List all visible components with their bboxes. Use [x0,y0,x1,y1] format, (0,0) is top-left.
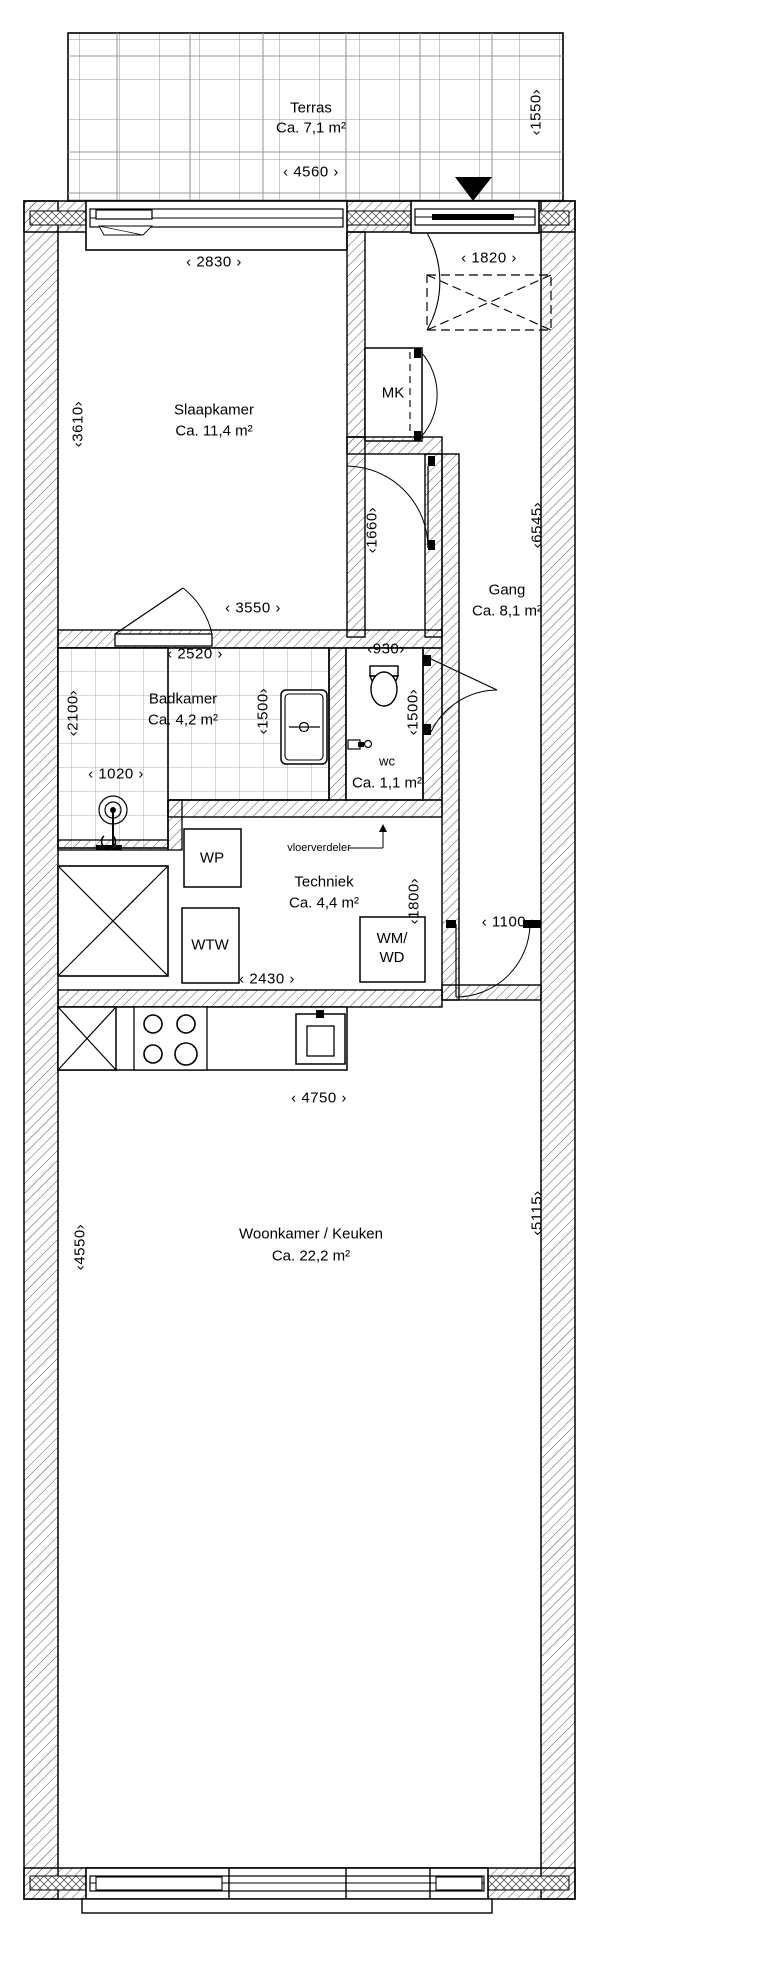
dimension-badkamer-diepte: ‹2100› [64,689,82,737]
dimension-value: 1020 [98,765,134,783]
dimension-value: 1500 [404,694,422,730]
equipment-tag-wtw: WTW [191,936,229,954]
room-area-badkamer: Ca. 4,2 m² [147,711,219,729]
equipment-tag-wp: WP [199,849,225,867]
dimension-value: 2830 [196,253,232,271]
kitchen-group [57,1006,348,1071]
room-area-gang: Ca. 8,1 m² [471,602,543,620]
dimension-techniek-diepte: ‹1800› [405,877,423,925]
room-area-wc: Ca. 1,1 m² [351,774,423,792]
dimension-entree-breedte: ‹ 1820 › [461,249,517,267]
dimension-value: 1550 [527,94,545,130]
dimension-gang-diepte: ‹6545› [528,501,546,549]
dimension-terras-breedte: ‹ 4560 › [283,163,339,181]
room-label-techniek: Techniek [294,873,354,891]
dimension-value: 4750 [301,1089,337,1107]
dimension-value: 2430 [249,970,285,988]
dimension-terras-diepte: ‹1550› [527,88,545,136]
dimension-value: 6545 [528,507,546,543]
room-label-gang: Gang [488,581,526,599]
top-openings [85,177,552,331]
dimension-wc-breedte: ‹930› [367,640,405,658]
dimension-techniek-breedte: ‹ 2430 › [239,970,295,988]
bottom-openings [81,1867,493,1914]
dimension-value: 5115 [528,1195,546,1231]
dimension-slaapkamer-lengte: ‹ 3550 › [225,599,281,617]
room-area-woonkamer: Ca. 22,2 m² [271,1247,351,1265]
room-label-woonkamer: Woonkamer / Keuken [239,1225,383,1243]
dimension-wc-diepte: ‹1500› [404,688,422,736]
room-label-slaapkamer: Slaapkamer [173,401,255,419]
dimension-gang-hal: ‹1660› [363,506,381,554]
room-label-badkamer: Badkamer [148,690,218,708]
dimension-value: 1500 [254,693,272,729]
dimension-value: 3610 [69,406,87,442]
dimension-gang-deur: ‹ 1100 › [481,913,537,931]
equipment-tag-wm-wd: WM/ WD [376,929,408,966]
dimension-value: 1660 [363,512,381,548]
dimension-badkamer-breedte: ‹ 2520 › [167,645,223,663]
dimension-value: 2100 [64,695,82,731]
room-area-slaapkamer: Ca. 11,4 m² [175,422,253,440]
room-label-wc: wc [379,753,395,769]
terrace-group [67,32,564,202]
equipment-tag-mk: MK [381,384,405,402]
annotation-vloerverdeler: vloerverdeler [287,841,351,854]
dimension-value: 2520 [177,645,213,663]
room-area-techniek: Ca. 4,4 m² [288,894,360,912]
room-area-terras: Ca. 7,1 m² [275,119,347,137]
interior-walls [57,231,542,1008]
dimension-value: 3550 [235,599,271,617]
dimension-wastafel: ‹1500› [254,687,272,735]
dimension-douche-breedte: ‹ 1020 › [88,765,144,783]
dimension-slaapkamer-diepte: ‹3610› [69,400,87,448]
dimension-woonkamer-links: ‹4550› [71,1223,89,1271]
dimension-woonkamer-breedte: ‹ 4750 › [291,1089,347,1107]
dimension-value: 930 [372,640,400,658]
room-label-terras: Terras [290,99,332,117]
dimension-value: 1100 [491,913,527,931]
dimension-slaapkamer-raam: ‹ 2830 › [186,253,242,271]
dimension-value: 1800 [405,883,423,919]
dimension-value: 4550 [71,1229,89,1265]
dimension-value: 4560 [293,163,329,181]
dimension-value: 1820 [471,249,507,267]
dimension-woonkamer-rechts: ‹5115› [528,1190,546,1236]
